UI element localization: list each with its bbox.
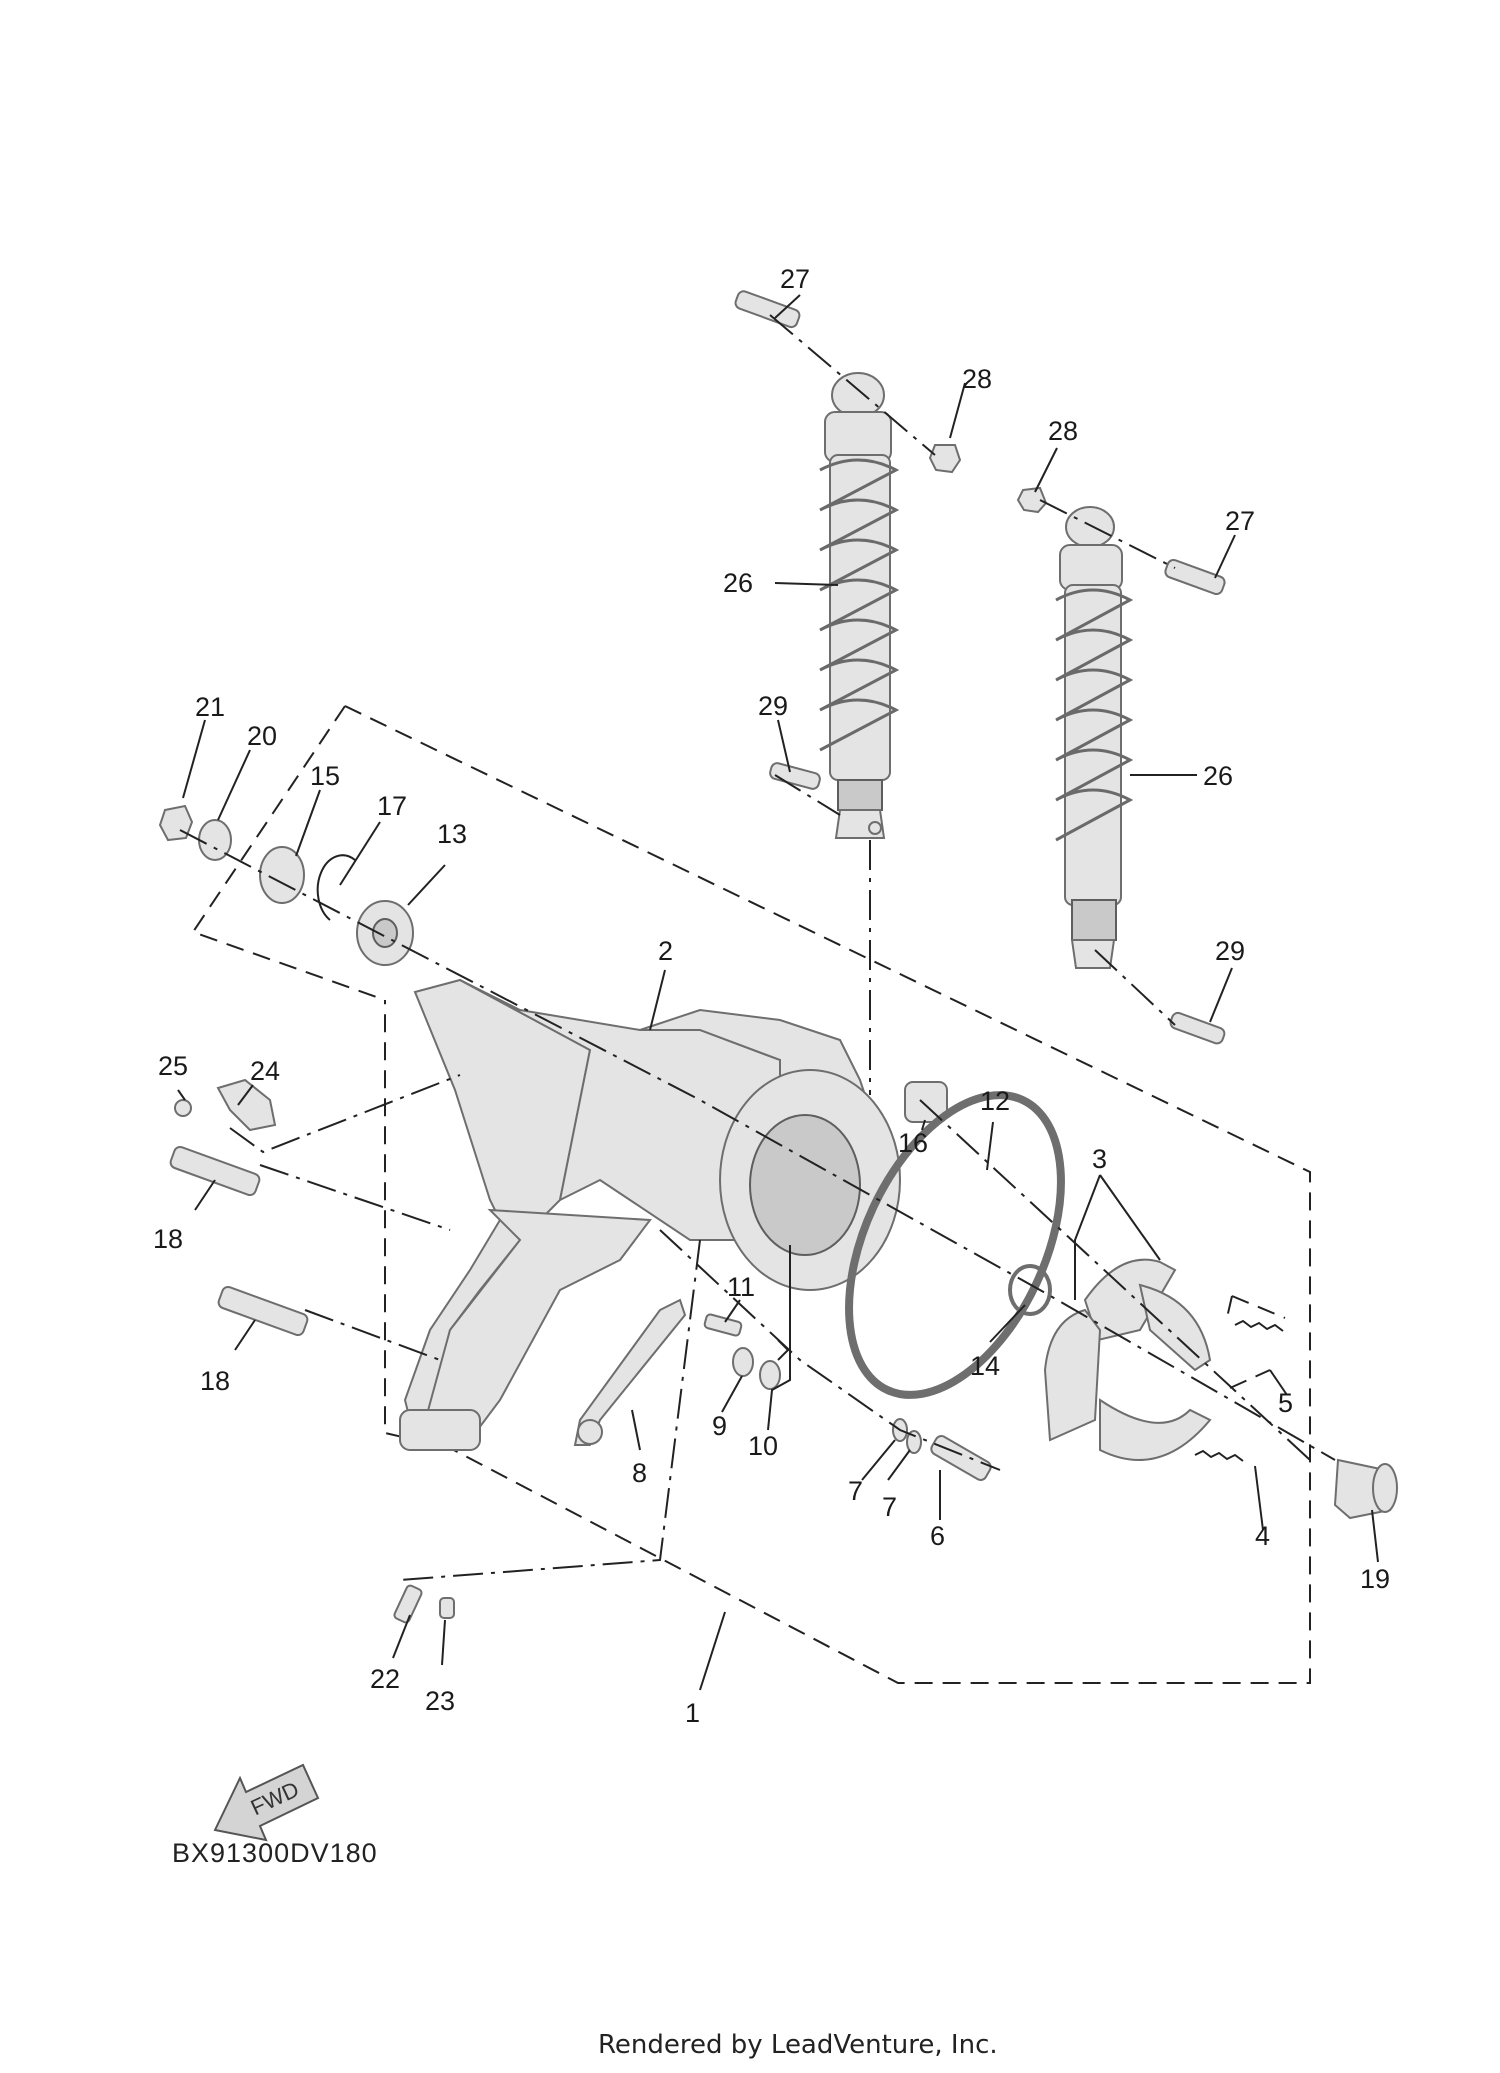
callout-14: 14: [970, 1351, 1000, 1381]
shock-absorber-left: [819, 372, 900, 839]
ring-group: [845, 1081, 1065, 1399]
brake-shoe-set: [1043, 1258, 1212, 1461]
callout-2: 2: [658, 936, 673, 966]
misc-fasteners: [169, 1078, 455, 1624]
shock-absorber-right: [1055, 506, 1134, 969]
callout-10: 10: [748, 1431, 778, 1461]
callout-22: 22: [370, 1664, 400, 1694]
callout-29: 29: [758, 691, 788, 721]
callout-28: 28: [962, 364, 992, 394]
brake-springs: [1194, 1319, 1284, 1462]
callout-11: 11: [727, 1272, 755, 1302]
callout-27: 27: [1225, 506, 1255, 536]
footer-credit: Rendered by LeadVenture, Inc.: [598, 2030, 998, 2060]
callout-4: 4: [1255, 1521, 1270, 1551]
diagram-code: BX91300DV180: [172, 1838, 378, 1868]
sub-outline: [1225, 1295, 1286, 1389]
callout-21: 21: [195, 692, 225, 722]
callout-27: 27: [780, 264, 810, 294]
callout-28: 28: [1048, 416, 1078, 446]
callout-5: 5: [1278, 1388, 1293, 1418]
callout-17: 17: [377, 791, 407, 821]
callout-26: 26: [1203, 761, 1233, 791]
callout-9: 9: [712, 1411, 727, 1441]
callout-18: 18: [200, 1366, 230, 1396]
leader-lines: [177, 294, 1379, 1691]
callout-26: 26: [723, 568, 753, 598]
callout-labels: 27 28 28 27 26 26 29 29 21 20 15 17 13 2…: [153, 264, 1390, 1728]
shock-bolts: [734, 290, 1226, 1045]
callout-25: 25: [158, 1051, 188, 1081]
callout-24: 24: [250, 1056, 280, 1086]
callout-20: 20: [247, 721, 277, 751]
callout-18: 18: [153, 1224, 183, 1254]
callout-1: 1: [685, 1698, 700, 1728]
callout-12: 12: [980, 1086, 1010, 1116]
bearing-group: [158, 804, 414, 966]
callout-23: 23: [425, 1686, 455, 1716]
callout-7: 7: [882, 1492, 897, 1522]
callout-6: 6: [930, 1521, 945, 1551]
callout-29: 29: [1215, 936, 1245, 966]
adjuster-group: [892, 1418, 992, 1481]
callout-3: 3: [1092, 1144, 1107, 1174]
assembly-outline: [191, 705, 1311, 1684]
collar-19: [1333, 1458, 1398, 1520]
axis-lines: [179, 314, 1336, 1581]
callout-7: 7: [848, 1476, 863, 1506]
fwd-arrow-icon: FWD: [213, 1763, 320, 1842]
swing-arm-housing: [399, 978, 901, 1451]
callout-13: 13: [437, 819, 467, 849]
callout-15: 15: [310, 761, 340, 791]
callout-19: 19: [1360, 1564, 1390, 1594]
callout-8: 8: [632, 1458, 647, 1488]
callout-16: 16: [898, 1128, 928, 1158]
brake-arm-group: [573, 1298, 790, 1446]
